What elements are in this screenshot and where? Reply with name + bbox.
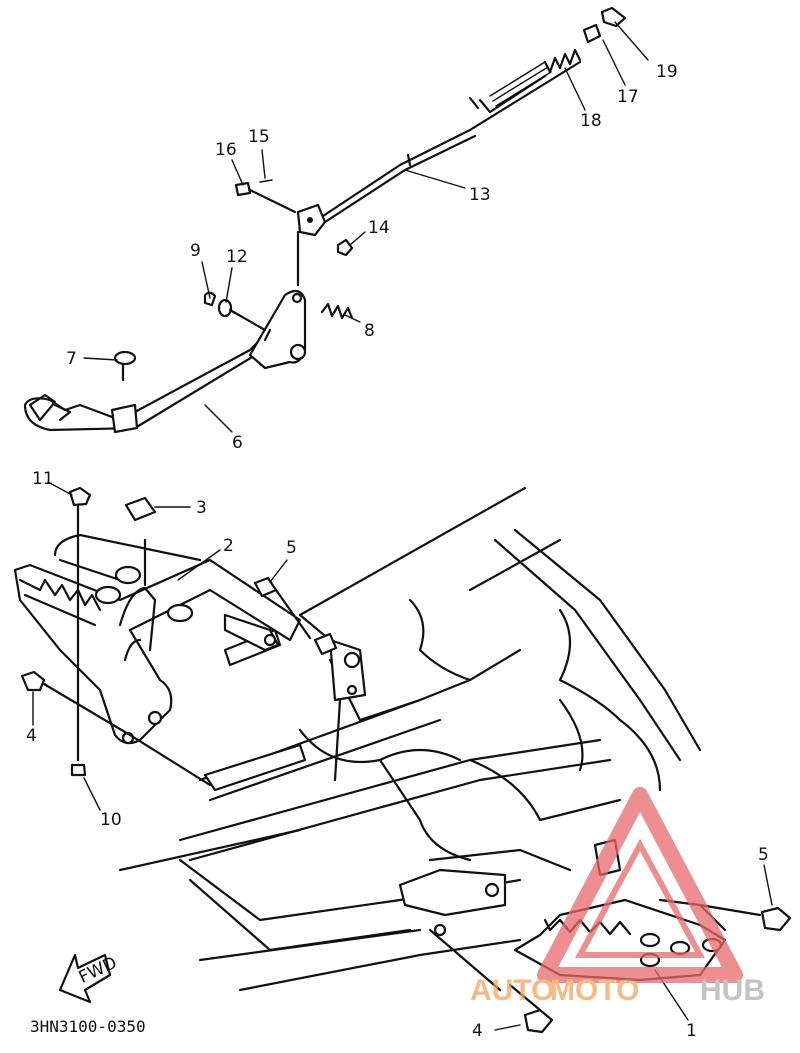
- frame: [118, 486, 702, 992]
- callout-5-left: 5: [286, 538, 297, 558]
- callout-6: 6: [232, 433, 243, 453]
- callout-5-right: 5: [758, 845, 769, 865]
- watermark-hub: HUB: [700, 974, 765, 1007]
- callout-19: 19: [656, 62, 678, 82]
- callout-1: 1: [686, 1021, 697, 1041]
- callout-4-right: 4: [472, 1021, 483, 1041]
- left-footrest: [13, 486, 338, 787]
- watermark: AUTO MOTO HUB: [470, 787, 765, 1007]
- leader-lines: [32, 21, 773, 1031]
- callout-18: 18: [580, 111, 602, 131]
- small-parts: [203, 179, 354, 332]
- diagram-code: 3HN3100-0350: [30, 1017, 146, 1036]
- callouts: 19 17 18 13 14 16 15 9 12 8 7 6 11 3 2 5…: [26, 62, 769, 1041]
- callout-9: 9: [190, 241, 201, 261]
- watermark-moto: MOTO: [550, 974, 639, 1007]
- callout-17: 17: [617, 87, 639, 107]
- callout-2: 2: [223, 536, 234, 556]
- brake-pedal: [23, 289, 307, 434]
- callout-14: 14: [368, 218, 390, 238]
- callout-10: 10: [100, 810, 122, 830]
- callout-15: 15: [248, 127, 270, 147]
- callout-4-left: 4: [26, 726, 37, 746]
- watermark-auto: AUTO: [470, 974, 554, 1007]
- callout-11: 11: [32, 469, 54, 489]
- callout-3: 3: [196, 498, 207, 518]
- watermark-logo: [537, 787, 743, 983]
- fwd-arrow: FWD: [58, 953, 120, 1004]
- callout-8: 8: [364, 321, 375, 341]
- callout-7: 7: [66, 349, 77, 369]
- callout-16: 16: [215, 140, 237, 160]
- callout-13: 13: [469, 185, 491, 205]
- callout-12: 12: [226, 247, 248, 267]
